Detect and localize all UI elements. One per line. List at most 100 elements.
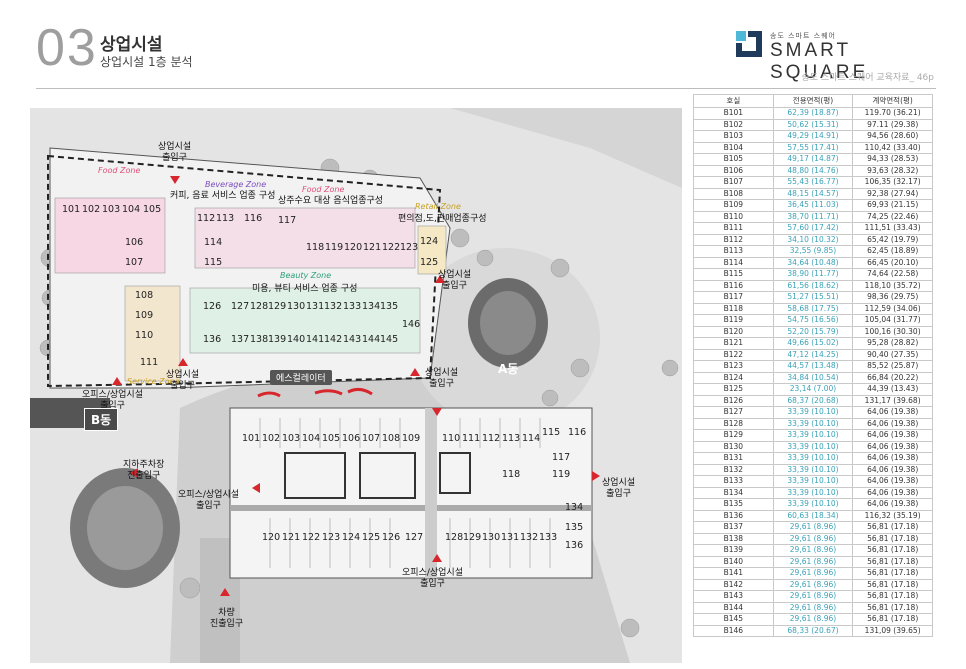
cell-contract-area: 44,39 (13.43) <box>852 383 933 396</box>
cell-contract-area: 56,81 (17.18) <box>852 521 933 534</box>
cell-exclusive-area: 33,39 (10.10) <box>772 475 854 488</box>
cell-exclusive-area: 34,64 (10.48) <box>772 256 854 269</box>
cell-exclusive-area: 49,66 (15.02) <box>772 337 854 350</box>
cell-unit: B113 <box>693 245 774 258</box>
entrance-right-lower: 상업시설 출입구 <box>602 478 636 499</box>
unit-n-112: 112 <box>197 213 216 224</box>
cell-exclusive-area: 60,63 (18.34) <box>772 509 854 522</box>
unit-s-128: 128 <box>445 532 464 543</box>
building-b-label: B동 <box>84 408 119 431</box>
unit-s-136: 136 <box>565 540 584 551</box>
unit-n-145: 145 <box>380 334 399 345</box>
logo-brand-text: SMART SQUARE <box>770 40 869 83</box>
unit-n-143: 143 <box>343 334 362 345</box>
unit-n-109: 109 <box>135 310 154 321</box>
page-number: 03 <box>36 19 98 77</box>
cell-unit: B120 <box>693 325 774 338</box>
cell-exclusive-area: 68,33 (20.67) <box>772 624 854 637</box>
unit-n-135: 135 <box>380 301 399 312</box>
unit-n-121: 121 <box>363 242 382 253</box>
entrance-office-left: 오피스/상업시설 출입구 <box>82 390 143 411</box>
entrance-car: 차량 진출입구 <box>210 608 244 629</box>
unit-n-141: 141 <box>306 334 325 345</box>
cell-contract-area: 118,10 (35.72) <box>852 279 933 292</box>
cell-unit: B136 <box>693 509 774 522</box>
unit-s-123: 123 <box>322 532 341 543</box>
cell-unit: B103 <box>693 130 774 143</box>
unit-s-126: 126 <box>382 532 401 543</box>
header-contract-area: 계약면적(평) <box>852 94 933 108</box>
site-plan-drawing <box>30 108 682 663</box>
unit-n-136: 136 <box>203 334 222 345</box>
cell-exclusive-area: 34,10 (10.32) <box>772 233 854 246</box>
cell-unit: B128 <box>693 417 774 430</box>
logo-mark-icon <box>736 31 762 57</box>
unit-s-113: 113 <box>502 433 521 444</box>
cell-contract-area: 64,06 (19.38) <box>852 440 933 453</box>
cell-exclusive-area: 55,43 (16.77) <box>772 176 854 189</box>
unit-s-101: 101 <box>242 433 261 444</box>
cell-contract-area: 93,63 (28.32) <box>852 164 933 177</box>
cell-contract-area: 85,52 (25.87) <box>852 360 933 373</box>
unit-s-105: 105 <box>322 433 341 444</box>
page-subtitle: 상업시설 1층 분석 <box>100 55 193 69</box>
unit-n-113: 113 <box>216 213 235 224</box>
unit-n-119: 119 <box>325 242 344 253</box>
cell-contract-area: 74,25 (22.46) <box>852 210 933 223</box>
zone-desc-food: 상주수요 대상 음식업종구성 <box>278 196 384 206</box>
unit-s-131: 131 <box>501 532 520 543</box>
zone-retail: Retail Zone <box>415 202 461 211</box>
cell-exclusive-area: 33,39 (10.10) <box>772 440 854 453</box>
cell-contract-area: 98,36 (29.75) <box>852 291 933 304</box>
unit-n-120: 120 <box>344 242 363 253</box>
cell-contract-area: 64,06 (19.38) <box>852 486 933 499</box>
unit-n-126: 126 <box>203 301 222 312</box>
cell-contract-area: 111,51 (33.43) <box>852 222 933 235</box>
unit-n-128: 128 <box>250 301 269 312</box>
cell-contract-area: 64,06 (19.38) <box>852 452 933 465</box>
cell-contract-area: 119.70 (36.21) <box>852 107 933 120</box>
cell-exclusive-area: 33,39 (10.10) <box>772 452 854 465</box>
cell-unit: B133 <box>693 475 774 488</box>
cell-contract-area: 100,16 (30.30) <box>852 325 933 338</box>
unit-s-116: 116 <box>568 427 587 438</box>
cell-exclusive-area: 29,61 (8.96) <box>772 578 854 591</box>
page-header: 03 상업시설 상업시설 1층 분석 송도 스마트 스퀘어 SMART SQUA… <box>0 0 966 90</box>
cell-unit: B104 <box>693 141 774 154</box>
page-title: 상업시설 <box>100 35 163 55</box>
cell-exclusive-area: 49,17 (14.87) <box>772 153 854 166</box>
unit-n-110: 110 <box>135 330 154 341</box>
cell-unit: B140 <box>693 555 774 568</box>
unit-n-131: 131 <box>306 301 325 312</box>
header-exclusive-area: 전용면적(평) <box>772 94 854 108</box>
cell-unit: B112 <box>693 233 774 246</box>
cell-exclusive-area: 44,57 (13.48) <box>772 360 854 373</box>
unit-n-118: 118 <box>306 242 325 253</box>
smart-square-logo: 송도 스마트 스퀘어 SMART SQUARE <box>736 27 936 87</box>
unit-s-106: 106 <box>342 433 361 444</box>
building-a-label: A동 <box>498 362 519 376</box>
cell-unit: B143 <box>693 590 774 603</box>
cell-contract-area: 131,09 (39.65) <box>852 624 933 637</box>
cell-contract-area: 65,42 (19.79) <box>852 233 933 246</box>
unit-s-108: 108 <box>382 433 401 444</box>
unit-n-101: 101 <box>62 204 81 215</box>
cell-exclusive-area: 68,37 (20.68) <box>772 394 854 407</box>
cell-exclusive-area: 29,61 (8.96) <box>772 521 854 534</box>
cell-unit: B130 <box>693 440 774 453</box>
